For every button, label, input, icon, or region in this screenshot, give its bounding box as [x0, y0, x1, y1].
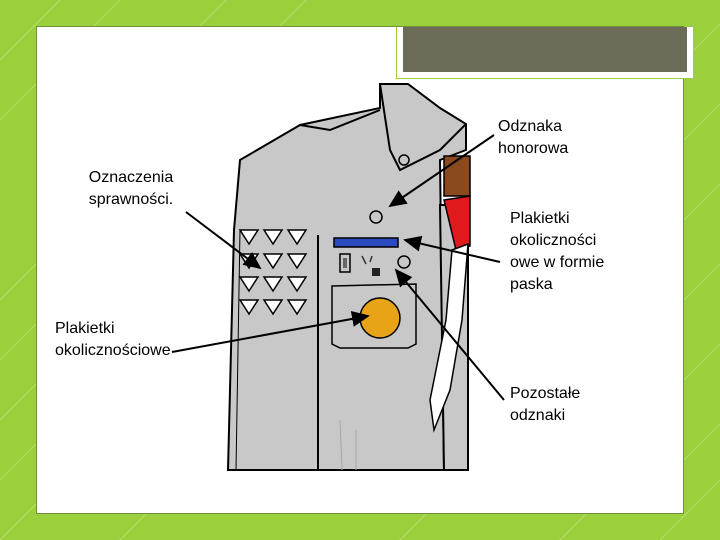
- arrow-honorowa: [388, 134, 495, 208]
- title-bar: [403, 27, 687, 72]
- label-plakietki-okolicznosciowe: Plakietki okolicznościowe: [55, 320, 171, 359]
- arrow-oznaczenia: [185, 211, 262, 270]
- label-odznaka-honorowa: Odznaka honorowa: [498, 118, 569, 157]
- red-band: [443, 195, 471, 251]
- honorary-badge: [369, 210, 383, 224]
- arrow-okolicznosciowe: [171, 311, 370, 353]
- label-pozostale-odznaki: Pozostałe odznaki: [510, 385, 581, 424]
- round-badge-icon: [359, 297, 401, 339]
- uniform-shirt-icon: [226, 83, 471, 471]
- label-oznaczenia-sprawnosci: Oznaczenia sprawności.: [88, 169, 174, 208]
- brown-band: [443, 155, 471, 197]
- triangle-grid-icon: [238, 229, 308, 316]
- arrow-paska: [403, 235, 501, 263]
- arrow-pozostale: [394, 268, 505, 401]
- belt-plaque: [333, 237, 399, 248]
- title-tab: [396, 27, 694, 79]
- label-plakietki-paska: Plakietki okoliczności owe w formie pask…: [510, 210, 605, 293]
